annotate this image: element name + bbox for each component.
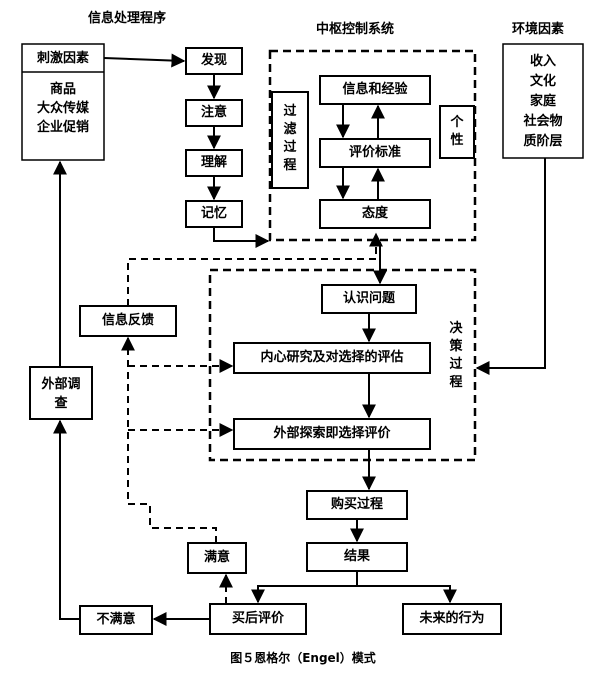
post-eval-label: 买后评价: [231, 611, 284, 626]
external-label: 外部探索即选择评价: [273, 426, 391, 441]
feedback-label: 信息反馈: [101, 313, 154, 328]
feedback-box: [79, 305, 177, 337]
arrow-environment-decision: [475, 158, 546, 375]
arrow-unsatisfied-survey: [53, 419, 80, 620]
heading-info-processing: 信息处理程序: [88, 11, 167, 26]
arrow-stimulus-discover: [103, 53, 186, 68]
personality-label: 个性: [450, 115, 464, 148]
stimulus-box: [21, 43, 105, 161]
problem-box: [321, 284, 417, 314]
purchase-label: 购买过程: [330, 497, 383, 512]
future-label: 未来的行为: [419, 611, 485, 626]
decision-label: 决策过程: [449, 321, 463, 390]
result-box: [306, 542, 408, 572]
future-box: [402, 603, 502, 635]
personality-box: [439, 105, 475, 159]
figure-caption: 图５恩格尔（Engel）模式: [230, 651, 376, 665]
environment-box: [502, 43, 584, 159]
problem-label: 认识问题: [342, 291, 395, 306]
satisfied-label: 满意: [203, 550, 230, 565]
unsatisfied-label: 不满意: [96, 612, 136, 627]
env-income: 收入: [529, 54, 556, 69]
heading-environment: 环境因素: [512, 22, 565, 37]
info-experience-label: 信息和经验: [342, 82, 408, 97]
criteria-box: [319, 138, 431, 168]
env-class: 质阶层: [523, 134, 563, 149]
env-culture: 文化: [529, 74, 556, 89]
stimulus-item-promotion: 企业促销: [36, 120, 89, 135]
survey-label: 外部调查: [41, 377, 81, 411]
step-discover: 发现: [200, 53, 227, 68]
heading-central-control: 中枢控制系统: [316, 22, 395, 37]
attitude-label: 态度: [361, 206, 388, 221]
result-label: 结果: [343, 549, 370, 564]
env-family: 家庭: [529, 94, 556, 109]
stimulus-item-media: 大众传媒: [36, 101, 89, 116]
step-attention: 注意: [200, 105, 227, 120]
step-memory: 记忆: [200, 206, 227, 221]
info-experience-box: [319, 75, 431, 105]
external-box: [233, 418, 431, 450]
decision-process-region: [208, 268, 477, 462]
attitude-box: [319, 199, 431, 229]
step-box-understand: [185, 149, 243, 177]
internal-label: 内心研究及对选择的评估: [260, 350, 404, 365]
filter-label: 过滤过程: [283, 104, 297, 173]
criteria-label: 评价标准: [348, 145, 401, 160]
stimulus-item-goods: 商品: [49, 82, 76, 97]
arrow-memory-decision: [213, 227, 270, 248]
step-box-attention: [185, 99, 243, 127]
unsatisfied-box: [79, 605, 153, 635]
purchase-box: [306, 490, 408, 520]
stimulus-title: 刺激因素: [36, 51, 89, 66]
satisfied-box: [187, 542, 247, 574]
env-social: 社会物: [523, 114, 563, 129]
internal-box: [233, 342, 431, 374]
survey-box: [29, 366, 93, 420]
filter-box: [271, 91, 309, 189]
step-understand: 理解: [200, 155, 227, 170]
